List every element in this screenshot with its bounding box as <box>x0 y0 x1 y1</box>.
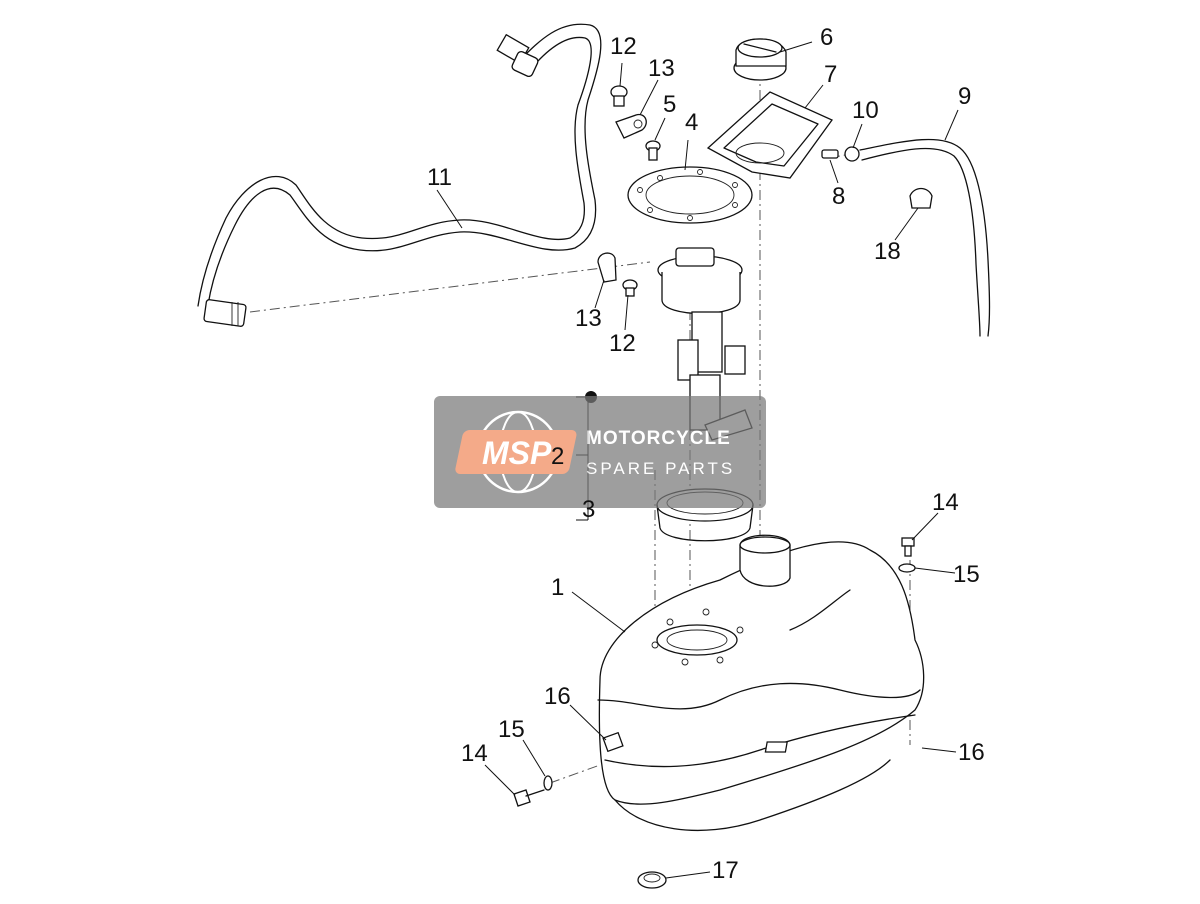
watermark-logo-text: MSP <box>482 435 552 471</box>
callout-11: 11 <box>427 164 452 191</box>
callout-1: 1 <box>551 574 564 601</box>
fitting-part-8 <box>821 149 839 159</box>
callout-15-left: 15 <box>498 716 525 743</box>
callout-12-lower: 12 <box>609 330 636 357</box>
clamp-part-13-upper <box>615 113 647 139</box>
watermark: MSP MOTORCYCLE SPARE PARTS <box>434 396 766 508</box>
callout-16-left: 16 <box>544 683 571 710</box>
callout-numbers: 1 2 3 4 5 6 7 8 9 10 11 12 12 13 13 14 1… <box>427 24 985 884</box>
fuel-hose-part-11 <box>197 23 602 327</box>
clip-part-18 <box>909 187 933 209</box>
grommet-part-17 <box>637 871 667 889</box>
nut-clip-part-16-left <box>602 731 624 753</box>
callout-12-upper: 12 <box>610 33 637 60</box>
watermark-brand-text: MOTORCYCLE <box>586 428 731 449</box>
callout-18: 18 <box>874 238 901 265</box>
screw-part-5 <box>645 140 661 161</box>
filler-cap-part-6 <box>733 38 787 81</box>
callout-10: 10 <box>852 97 879 124</box>
screw-part-14-right <box>901 537 915 557</box>
callout-17: 17 <box>712 857 739 884</box>
washer-part-15-left <box>543 775 553 791</box>
callout-13-upper: 13 <box>648 55 675 82</box>
callout-3: 3 <box>582 496 595 523</box>
callout-16-right: 16 <box>958 739 985 766</box>
callout-7: 7 <box>824 61 837 88</box>
washer-part-15-right <box>898 563 916 573</box>
callout-14-left: 14 <box>461 740 488 767</box>
screw-part-12-lower <box>622 279 638 297</box>
callout-6: 6 <box>820 24 833 51</box>
clamp-part-13-lower <box>597 252 617 283</box>
callout-5: 5 <box>663 91 676 118</box>
callout-14-right: 14 <box>932 489 959 516</box>
watermark-sub-text: SPARE PARTS <box>586 459 735 478</box>
nut-clip-part-16-right <box>764 741 788 753</box>
drain-tube-part-9 <box>859 138 991 337</box>
ring-flange-part-4 <box>627 166 753 224</box>
filler-tray-part-7 <box>706 91 833 179</box>
callout-15-right: 15 <box>953 561 980 588</box>
callout-2: 2 <box>551 443 564 470</box>
screw-part-14-left <box>513 789 545 807</box>
callout-4: 4 <box>685 109 698 136</box>
watermark-panel <box>434 396 766 508</box>
watermark-logo-badge <box>455 430 577 474</box>
callout-8: 8 <box>832 183 845 210</box>
callout-13-lower: 13 <box>575 305 602 332</box>
callout-9: 9 <box>958 83 971 110</box>
fuel-tank-part-1 <box>597 534 925 831</box>
clip-part-10 <box>844 146 860 162</box>
screw-part-12-upper <box>610 85 628 107</box>
